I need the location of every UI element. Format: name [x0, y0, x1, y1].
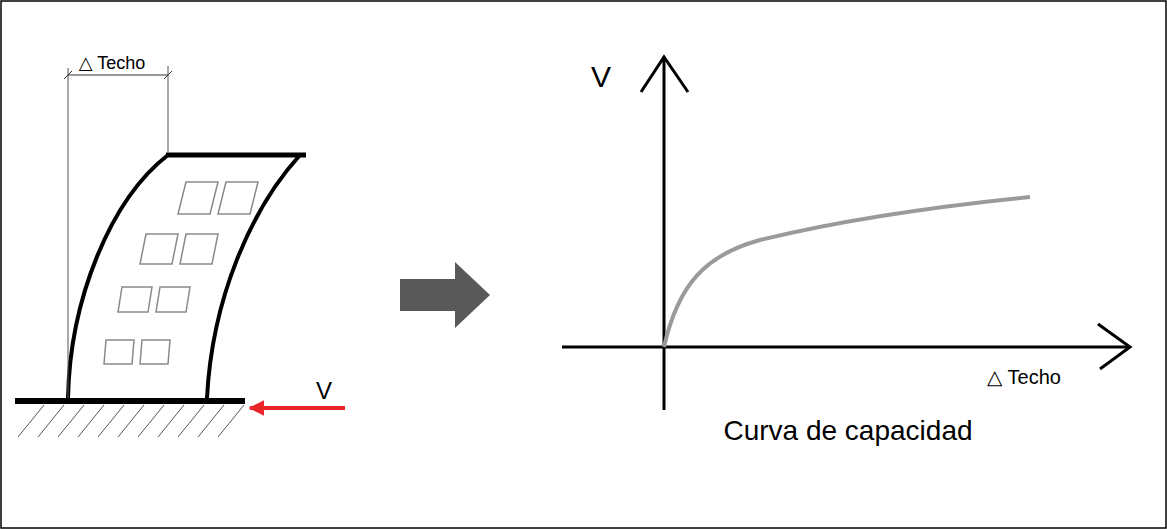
- window: [156, 287, 190, 312]
- dimension-tick: [164, 71, 172, 79]
- hatch-stroke: [98, 405, 124, 437]
- dimension-label: △ Techo: [79, 54, 146, 74]
- hatch-stroke: [58, 405, 84, 437]
- capacity-curve: [664, 197, 1030, 347]
- window: [118, 287, 152, 312]
- window: [104, 340, 134, 364]
- hatch-stroke: [78, 405, 104, 437]
- axis-label: △ Techo: [987, 366, 1061, 388]
- hatch-stroke: [218, 405, 244, 437]
- building-windows: [104, 182, 258, 364]
- window: [140, 340, 170, 364]
- dimension-tick: [64, 71, 72, 79]
- chart-caption: Curva de capacidad: [723, 416, 972, 447]
- x-axis-arrowhead: [1098, 324, 1130, 369]
- force-arrow: [250, 406, 345, 410]
- y-axis: [663, 57, 666, 410]
- window: [178, 182, 218, 214]
- axis-label: V: [591, 60, 611, 93]
- dimension-extension: [168, 66, 169, 152]
- building-left-side: [68, 155, 168, 398]
- building-roof: [166, 153, 306, 158]
- hatch-stroke: [198, 405, 224, 437]
- ground-line: [15, 398, 245, 404]
- dimension-extension: [68, 68, 69, 398]
- force-label: V: [316, 378, 332, 404]
- hatch-stroke: [158, 405, 184, 437]
- dimension-line: [68, 75, 168, 76]
- hatch-stroke: [38, 405, 64, 437]
- ground-hatching: [18, 405, 244, 437]
- hatch-stroke: [178, 405, 204, 437]
- hatch-stroke: [118, 405, 144, 437]
- x-axis: [562, 346, 1130, 349]
- window: [140, 234, 178, 264]
- hatch-stroke: [138, 405, 164, 437]
- window: [180, 234, 218, 264]
- building-right-side: [207, 155, 300, 398]
- y-axis-arrowhead: [641, 57, 688, 92]
- hatch-stroke: [18, 405, 44, 437]
- window: [218, 182, 258, 214]
- transition-arrow: [400, 262, 490, 328]
